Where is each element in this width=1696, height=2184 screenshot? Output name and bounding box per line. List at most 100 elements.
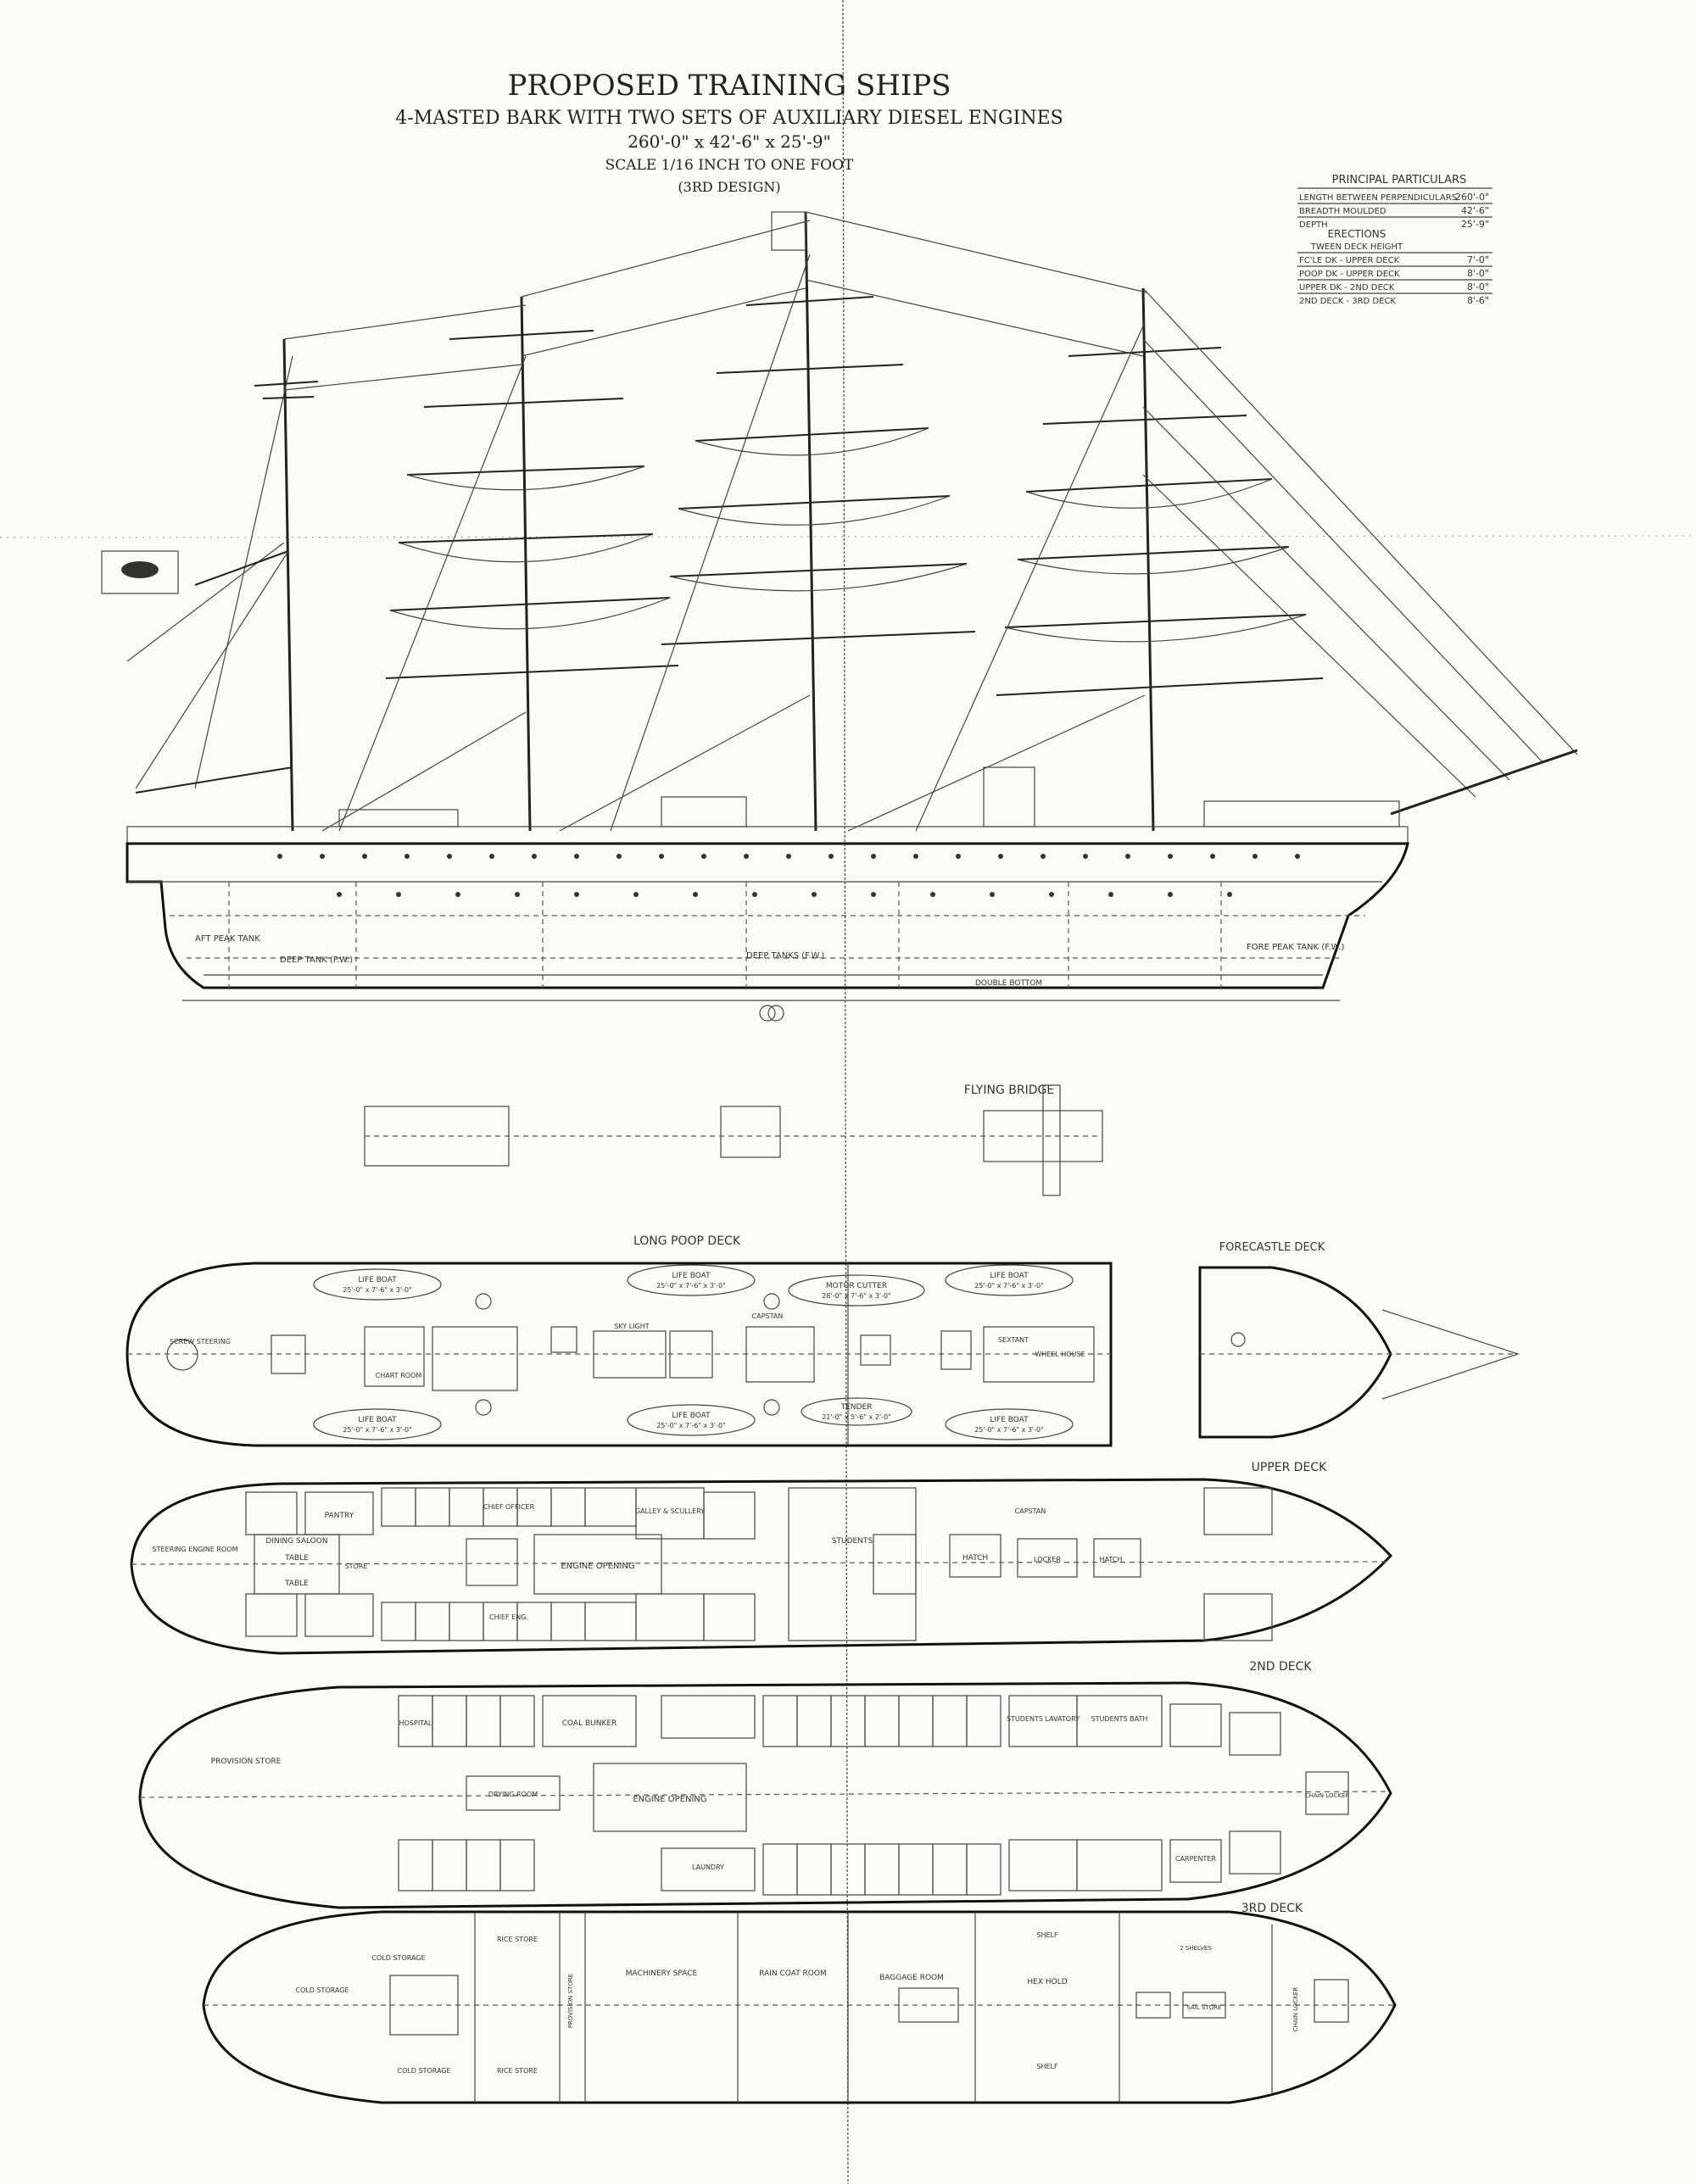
particulars-row-value: 42'-6" [1461, 205, 1489, 216]
erections-row-value: 7'-0" [1467, 254, 1489, 265]
sky-light-label: SKY LIGHT [614, 1323, 650, 1330]
sail-store-label: SAIL STORE [1186, 2004, 1221, 2011]
particulars-row-label: LENGTH BETWEEN PERPENDICULARS [1299, 193, 1457, 203]
particulars-heading: PRINCIPAL PARTICULARS [1332, 174, 1467, 187]
students-label: STUDENTS [832, 1537, 873, 1546]
life-boat-label: LIFE BOAT [990, 1272, 1029, 1280]
forecastle-deck-title: FORECASTLE DECK [1219, 1241, 1325, 1254]
plan-title: PROPOSED TRAINING SHIPS [508, 69, 951, 103]
particulars-row-label: BREADTH MOULDED [1299, 207, 1386, 216]
plan-dimensions: 260'-0" x 42'-6" x 25'-9" [628, 131, 831, 152]
second-deck-outline [138, 1681, 1392, 1909]
principal-particulars-table: PRINCIPAL PARTICULARS LENGTH BETWEEN PER… [1297, 174, 1492, 306]
laundry-label: LAUNDRY [692, 1864, 724, 1871]
chart-room-label: CHART ROOM [376, 1372, 422, 1379]
particulars-row-value: 25'-9" [1461, 219, 1489, 230]
baggage-room-label: BAGGAGE ROOM [879, 1974, 944, 1982]
life-boat-label: LIFE BOAT [990, 1416, 1029, 1424]
erections-row-label: UPPER DK - 2ND DECK [1299, 283, 1395, 292]
galley-label: GALLEY & SCULLERY [635, 1507, 705, 1515]
life-boat-dims: 25'-0" x 7'-6" x 3'-0" [974, 1426, 1044, 1434]
plan-design-note: (3RD DESIGN) [678, 179, 780, 195]
table-label: TABLE [284, 1580, 309, 1588]
capstan-label: CAPSTAN [1015, 1507, 1046, 1515]
house-flag [771, 211, 806, 251]
students-lavatory-label: STUDENTS LAVATORY [1007, 1715, 1080, 1723]
aft-peak-tank-label: AFT PEAK TANK [195, 934, 260, 944]
poop-deck-plan: LONG POOP DECK LIFE BOAT 25'-0" x 7'-6" … [126, 1234, 1520, 1447]
provision-store-label: PROVISION STORE [211, 1758, 282, 1766]
life-boat-label: LIFE BOAT [672, 1412, 711, 1420]
erections-row-label: POOP DK - UPPER DECK [1299, 270, 1400, 279]
life-boat-label: LIFE BOAT [358, 1276, 397, 1284]
title-block: PROPOSED TRAINING SHIPS 4-MASTED BARK WI… [395, 69, 1063, 195]
tender-dims: 21'-0" x 5'-6" x 2'-0" [822, 1413, 891, 1421]
shelf-label: SHELF [1036, 1931, 1058, 1939]
deep-tank-mid-label: DEEP TANKS (F.W.) [746, 951, 824, 961]
provision-store-label: PROVISION STORE [567, 1974, 574, 2028]
engine-opening-label: ENGINE OPENING [633, 1795, 706, 1804]
pantry-label: PANTRY [325, 1512, 354, 1520]
erections-row-value: 8'-0" [1467, 281, 1489, 292]
long-poop-deck-title: LONG POOP DECK [633, 1234, 741, 1248]
third-deck-plan: 3RD DECK COLD STORAGE COLD STORAGE COLD … [202, 1902, 1397, 2104]
third-deck-outline [202, 1910, 1397, 2104]
students-bath-label: STUDENTS BATH [1091, 1715, 1148, 1723]
flying-bridge-title: FLYING BRIDGE [964, 1084, 1054, 1097]
store-label: STORE [345, 1563, 368, 1570]
cold-storage-label: COLD STORAGE [397, 2067, 450, 2075]
sextant-label: SEXTANT [998, 1336, 1029, 1344]
locker-label: LOCKER [1034, 1556, 1061, 1563]
third-deck-title: 3RD DECK [1241, 1902, 1303, 1915]
main-mast [804, 211, 817, 832]
cold-storage-label: COLD STORAGE [295, 1986, 349, 1994]
erections-row-label: FC'LE DK - UPPER DECK [1299, 256, 1400, 265]
poop-deck-outline [126, 1262, 1113, 1447]
life-boat-dims: 25'-0" x 7'-6" x 3'-0" [343, 1426, 412, 1434]
rice-store-label: RICE STORE [497, 1936, 538, 1943]
hatch-label: HATCH [962, 1554, 988, 1563]
chief-officer-label: CHIEF OFFICER [483, 1503, 535, 1511]
drying-room-label: DRYING ROOM [488, 1791, 538, 1798]
hull-outline [126, 842, 1409, 989]
life-boat-group [313, 1264, 1074, 1440]
life-boat-dims: 25'-0" x 7'-6" x 3'-0" [656, 1282, 726, 1290]
plan-scale: SCALE 1/16 INCH TO ONE FOOT [605, 157, 854, 174]
second-deck-plan: 2ND DECK PROVISION STORE COAL BUNKER ENG… [138, 1660, 1392, 1909]
bulwark-rail [126, 826, 1409, 844]
ship-rigging [101, 211, 1578, 832]
hospital-label: HOSPITAL [399, 1719, 432, 1727]
fore-mast [1141, 287, 1155, 832]
fore-peak-tank-label: FORE PEAK TANK (F.W.) [1247, 943, 1345, 952]
chain-locker-label: CHAIN LOCKER [1292, 1987, 1299, 2032]
coal-bunker-label: COAL BUNKER [562, 1719, 617, 1728]
capstan-label: CAPSTAN [752, 1312, 784, 1320]
forecastle-outline [1198, 1266, 1392, 1439]
life-boat-dims: 25'-0" x 7'-6" x 3'-0" [974, 1282, 1044, 1290]
table-label: TABLE [284, 1554, 309, 1563]
particulars-row-value: 260'-0" [1455, 192, 1489, 203]
erections-row-label: 2ND DECK - 3RD DECK [1299, 297, 1396, 306]
machinery-space-label: MACHINERY SPACE [626, 1970, 698, 1978]
rain-coat-room-label: RAIN COAT ROOM [759, 1970, 827, 1978]
steering-engine-label: STEERING ENGINE ROOM [153, 1546, 238, 1553]
sheet-crease [0, 535, 1696, 538]
bowsprit [1390, 749, 1578, 816]
rice-store-label: RICE STORE [497, 2067, 538, 2075]
shelves-label: 2 SHELVES [1180, 1945, 1212, 1952]
erections-row-value: 8'-0" [1467, 268, 1489, 279]
flying-bridge-plan: FLYING BRIDGE [364, 1084, 1103, 1196]
engine-opening-label: ENGINE OPENING [561, 1562, 634, 1571]
life-boat-dims: 25'-0" x 7'-6" x 3'-0" [656, 1422, 726, 1429]
mizzen-mast [282, 338, 294, 832]
porthole-row [277, 854, 1300, 897]
erections-heading: ERECTIONS [1328, 228, 1386, 240]
life-boat-dims: 25'-0" x 7'-6" x 3'-0" [343, 1286, 412, 1294]
hatch-label: HATCH [1100, 1556, 1123, 1563]
shelf-label: SHELF [1036, 2063, 1058, 2070]
double-bottom-label: DOUBLE BOTTOM [975, 979, 1042, 988]
plan-subtitle: 4-MASTED BARK WITH TWO SETS OF AUXILIARY… [395, 108, 1063, 129]
dining-saloon-label: DINING SALOON [265, 1537, 327, 1546]
screw-steering-label: SCREW STEERING [170, 1338, 231, 1346]
